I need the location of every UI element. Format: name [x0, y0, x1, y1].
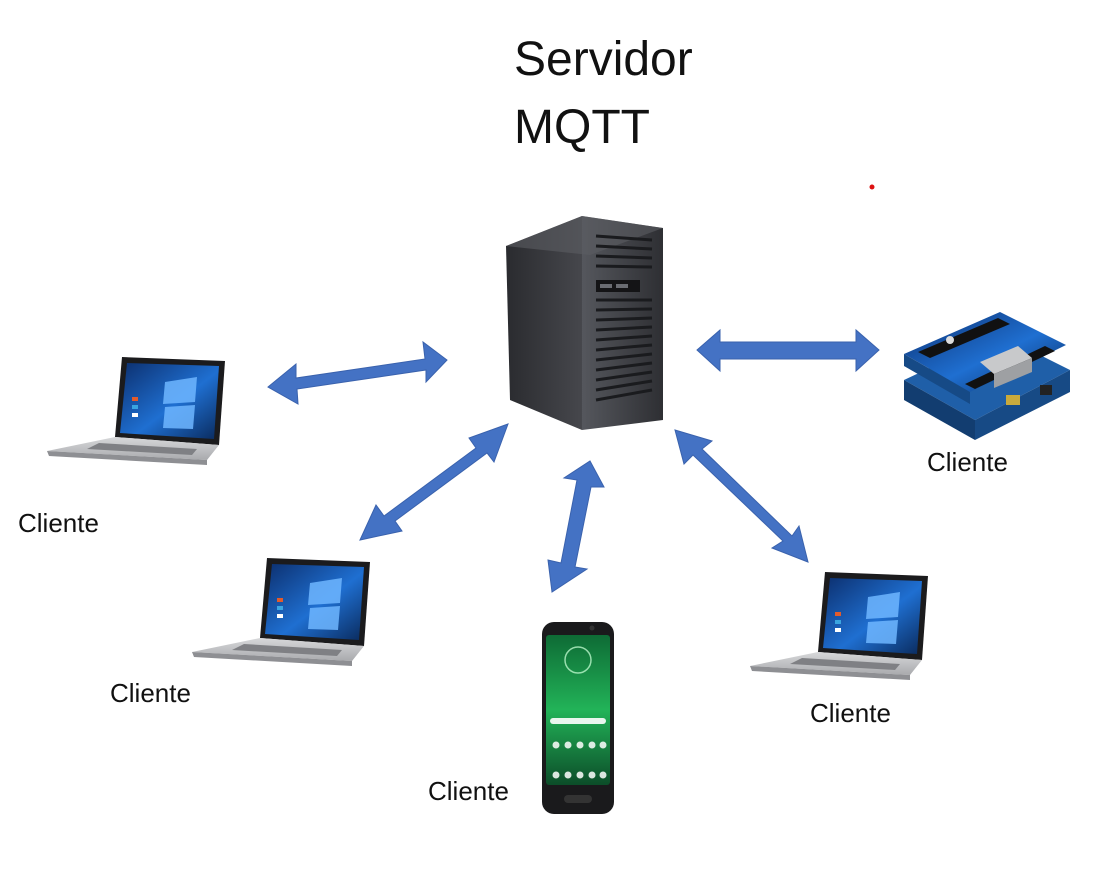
- laptop-bottom-right-icon: [750, 572, 928, 680]
- laptop-left-icon: [47, 357, 225, 465]
- arduino-ethernet-board-icon: [904, 312, 1070, 440]
- title-line-2: MQTT: [514, 101, 650, 154]
- laptop-bottom-left-label: Cliente: [110, 678, 191, 708]
- arrow-server-phone: [547, 460, 605, 593]
- server-tower-icon: [506, 216, 663, 430]
- smartphone-icon: [542, 622, 614, 814]
- arrow-server-laptop-bottom-right: [674, 429, 809, 563]
- connection-arrows: [267, 328, 880, 593]
- arrow-server-arduino: [696, 328, 880, 373]
- title-line-1: Servidor: [514, 33, 693, 86]
- laptop-bottom-right-label: Cliente: [810, 698, 891, 728]
- arduino-label: Cliente: [927, 447, 1008, 477]
- laptop-bottom-left-icon: [192, 558, 370, 666]
- pointer-dot: [869, 184, 875, 190]
- phone-label: Cliente: [428, 776, 509, 806]
- arrow-server-laptop-left: [267, 340, 448, 405]
- arrow-server-laptop-bottom-left: [359, 423, 509, 541]
- laptop-left-label: Cliente: [18, 508, 99, 538]
